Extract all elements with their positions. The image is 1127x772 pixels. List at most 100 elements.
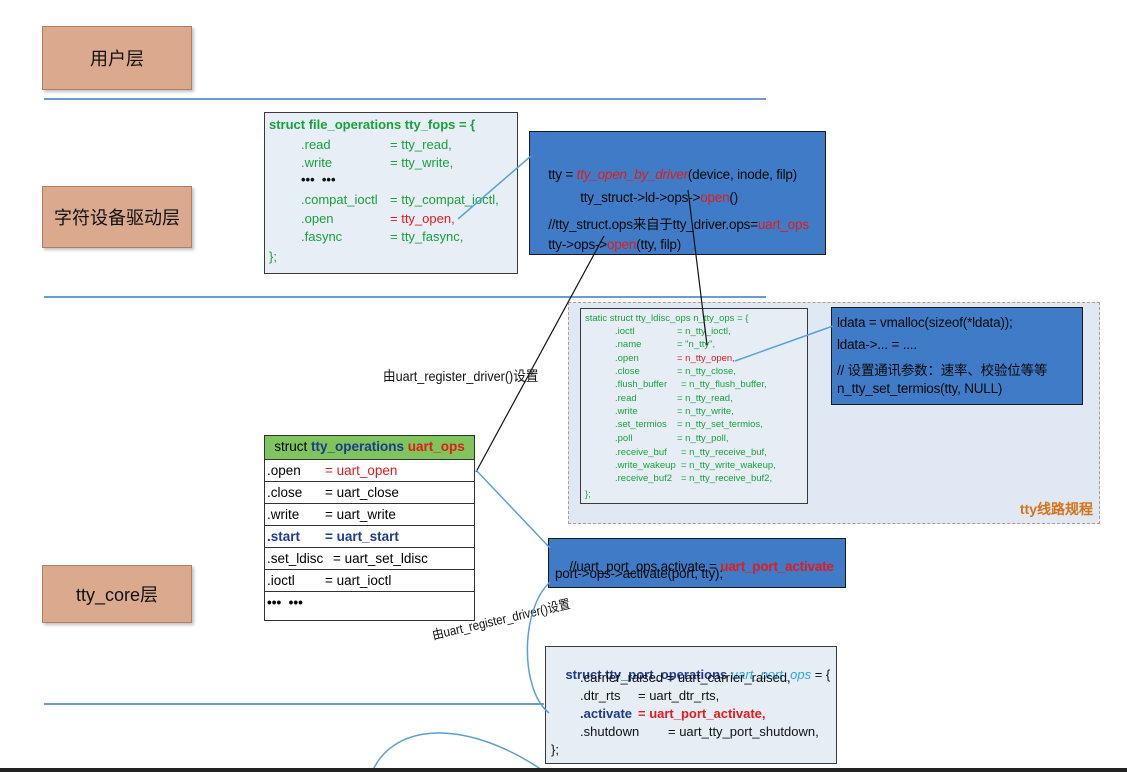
uart-ops-row-5: .ioctl = uart_ioctl [265,569,474,591]
port-row-3-key: .shutdown [580,724,640,739]
fops-line-4-key: .compat_ioctl [301,192,378,207]
bottom-border [0,768,1127,772]
uart-ops-h1: struct [274,439,308,454]
ntty-line-6-val: = n_tty_read, [677,393,733,404]
uart-ops-row-6: ••• ••• [265,591,474,613]
annotation-top: 由uart_register_driver()设置 [383,368,539,384]
fops-line-6-val: = tty_fasync, [390,229,464,244]
tty-open-l1c: (device, inode, filp) [687,167,797,182]
uart-row-2-val: = uart_write [325,507,396,522]
ntty-line-10-key: .receive_buf [615,447,667,458]
ntty-open-line-4: n_tty_set_termios(tty, NULL) [837,381,1003,396]
ntty-line-1-key: .ioctl [615,326,635,337]
ntty-line-7-key: .write [615,406,638,417]
ntty-line-1-val: = n_tty_ioctl, [677,326,731,337]
connector-bottom [371,732,546,772]
layer-char-driver: 字符设备驱动层 [42,186,192,248]
ntty-line-4-val: = n_tty_close, [677,366,736,377]
uart-row-4-key: .set_ldisc [267,551,324,566]
port-ops-header: struct tty_port_operations uart_port_ops… [551,652,830,697]
tty-open-line-4: tty->ops->open(tty, filp) [534,222,681,267]
tty-open-l2a: tty_struct->ld->ops-> [580,190,701,205]
ntty-line-2-key: .name [615,339,642,350]
ntty-line-12-val: = n_tty_receive_buf2, [681,473,773,484]
layer-char-driver-label: 字符设备驱动层 [54,208,180,228]
tty-fops-box: struct file_operations tty_fops = { .rea… [264,112,518,274]
uart-row-1-val: = uart_close [325,485,399,500]
port-row-3-val: = uart_tty_port_shutdown, [668,724,819,739]
separator-3 [44,703,544,705]
layer-tty-core: tty_core层 [42,565,192,623]
fops-line-1-key: .read [301,137,331,152]
uart-row-2-key: .write [267,507,300,522]
activate-line-1: //uart_port_ops.activate = uart_port_act… [555,544,834,589]
fops-line-2-val: = tty_write, [390,155,454,170]
ntty-line-8-key: .set_termios [615,419,667,430]
uart-row-0-key: .open [267,463,301,478]
port-row-2-key: .activate [580,706,633,721]
ntty-line-7-val: = n_tty_write, [677,406,734,417]
port-row-1-val: = uart_dtr_rts, [638,688,720,703]
tty-open-l4a: tty->ops-> [548,237,607,252]
uart-row-5-val: = uart_ioctl [325,573,392,588]
connector-uart-activate [475,469,551,549]
fops-line-3: ••• ••• [301,172,336,187]
uart-ops-table: struct tty_operations uart_ops .open = ua… [264,435,475,621]
tty-open-l2c: () [729,190,739,205]
ntty-line-11-val: = n_tty_write_wakeup, [681,460,776,471]
activate-box: //uart_port_ops.activate = uart_port_act… [548,538,846,588]
fops-line-7: }; [269,249,277,264]
port-ops-h3: = { [811,667,831,682]
port-row-0-key: .carrier_raised [580,670,664,685]
ntty-line-5-val: = n_tty_flush_buffer, [681,379,767,390]
fops-line-0: struct file_operations tty_fops = { [269,117,476,132]
fops-line-4-val: = tty_compat_ioctl, [390,192,499,207]
ntty-line-3-val: = n_tty_open, [677,353,735,364]
port-row-1-key: .dtr_rts [580,688,621,703]
layer-tty-core-label: tty_core层 [75,585,159,605]
layer-user: 用户层 [42,26,192,90]
tty-open-line-1: tty = tty_open_by_driver(device, inode, … [534,152,797,197]
uart-row-4-val: = uart_set_ldisc [333,551,428,566]
port-ops-row-4: }; [551,742,559,757]
uart-row-3-key: .start [267,529,301,544]
port-ops-h1: struct tty_port_operations [565,667,731,682]
ntty-line-5-key: .flush_buffer [615,379,668,390]
activate-l1b: uart_port_activate [720,559,834,574]
tty-open-l3b: uart_ops [757,217,809,232]
ldisc-panel-caption: tty线路规程 [1019,501,1093,517]
tty-open-l4c: (tty, filp) [636,237,682,252]
n-tty-ops-box: static struct tty_ldisc_ops n_tty_ops = … [580,308,808,504]
uart-ops-row-3: .start= uart_start [265,525,474,547]
separator-2 [44,296,766,298]
ntty-line-12-key: .receive_buf2 [615,473,673,484]
port-ops-row-1: .dtr_rts = uart_dtr_rts, [580,688,719,703]
port-ops-row-3: .shutdown = uart_tty_port_shutdown, [580,724,819,739]
fops-line-1-val: = tty_read, [390,137,452,152]
port-ops-box: struct tty_port_operations uart_port_ops… [545,646,837,764]
uart-ops-header: struct tty_operations uart_ops [265,436,474,459]
uart-row-5-key: .ioctl [267,573,295,588]
port-row-0-val: = uart_carrier_raised, [666,670,791,685]
ntty-line-2-val: = "n_tty", [677,339,716,350]
ntty-line-13: }; [585,489,591,500]
tty-open-box: tty = tty_open_by_driver(device, inode, … [529,131,826,255]
ntty-line-0: static struct tty_ldisc_ops n_tty_ops = … [585,313,749,324]
ntty-open-line-2: ldata->... = .... [837,337,917,352]
ntty-line-10-val: = n_tty_receive_buf, [681,447,767,458]
activate-line-2: port->ops->activate(port, tty); [555,566,723,581]
ntty-line-9-val: = n_tty_poll, [677,433,729,444]
ntty-line-6-key: .read [615,393,637,404]
ntty-line-8-val: = n_tty_set_termios, [677,419,763,430]
fops-line-2-key: .write [301,155,333,170]
ntty-line-3-key: .open [615,353,639,364]
ntty-line-4-key: .close [615,366,640,377]
ntty-open-line-1: ldata = vmalloc(sizeof(*ldata)); [837,315,1013,330]
activate-l1a: //uart_port_ops.activate = [569,559,721,574]
n-tty-open-box: ldata = vmalloc(sizeof(*ldata)); ldata->… [831,307,1083,405]
uart-row-0-val: = uart_open [325,463,398,478]
tty-open-l4b: open [606,237,637,252]
uart-ops-h3: uart_ops [407,439,465,454]
uart-ops-row-1: .close= uart_close [265,481,474,503]
ntty-line-11-key: .write_wakeup [615,460,676,471]
